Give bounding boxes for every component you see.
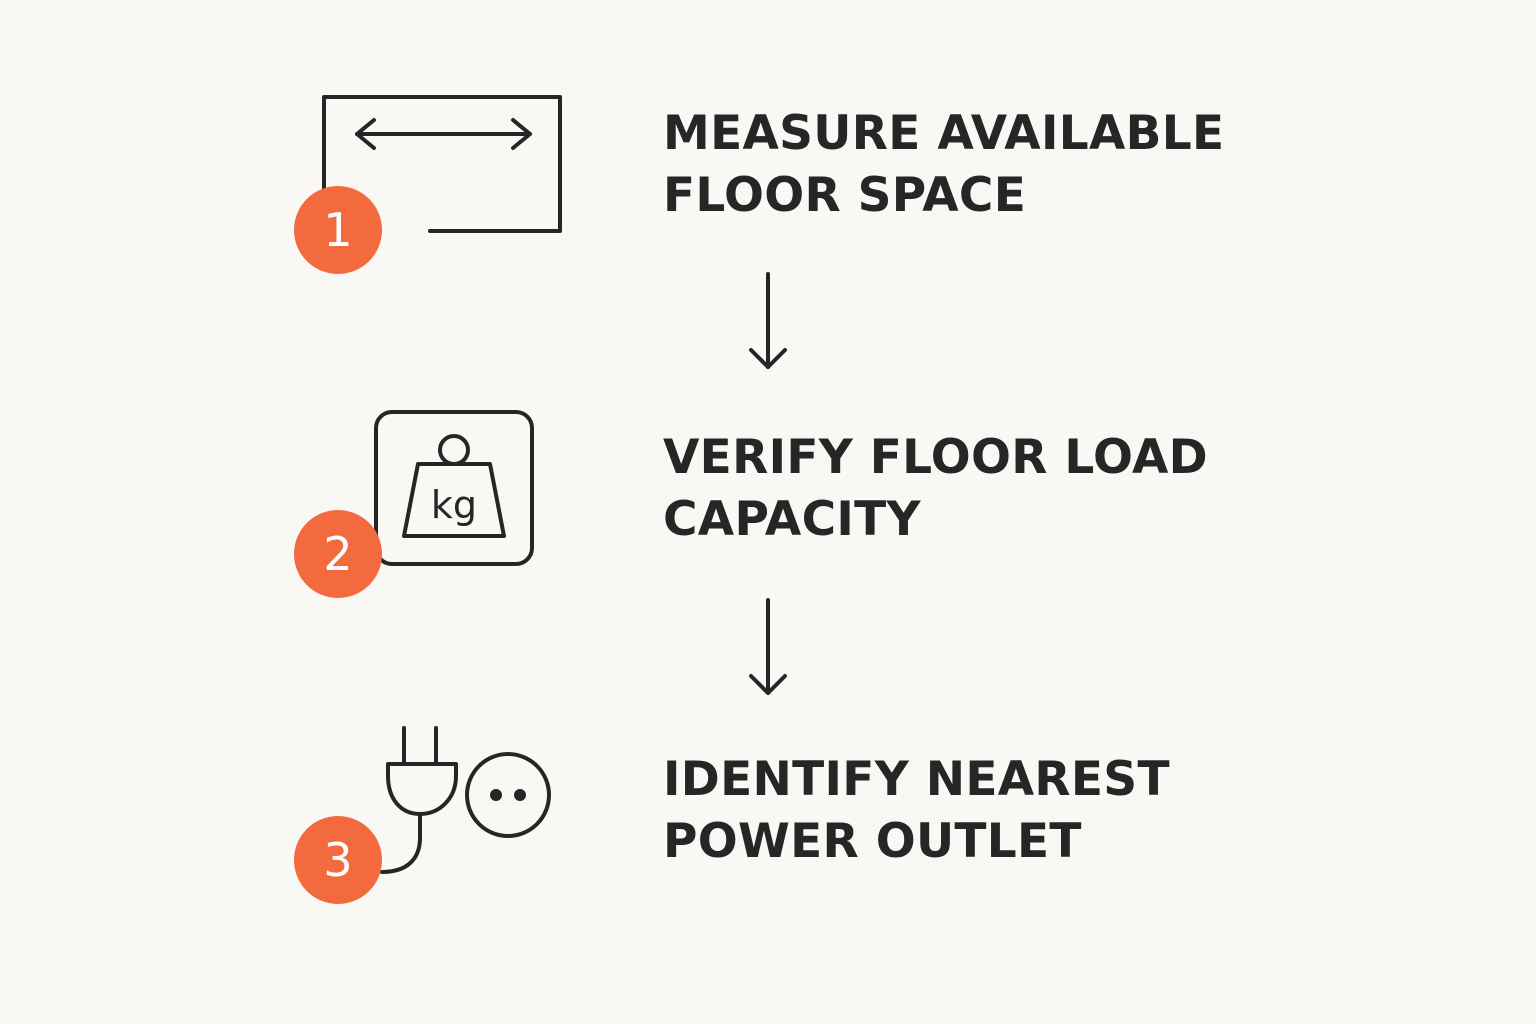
step-1-label-line1: MEASURE AVAILABLE (663, 106, 1225, 161)
step-3-label-line2: POWER OUTLET (663, 814, 1082, 869)
step-2-label: VERIFY FLOOR LOAD CAPACITY (663, 427, 1208, 551)
step-2-label-line1: VERIFY FLOOR LOAD (663, 430, 1208, 485)
step-2-label-line2: CAPACITY (663, 492, 921, 547)
floor-space-measure-icon (300, 80, 580, 250)
step-3-number-badge: 3 (294, 816, 382, 904)
arrow-down-icon (743, 272, 793, 372)
step-1-label: MEASURE AVAILABLE FLOOR SPACE (663, 103, 1224, 227)
step-2-number-badge: 2 (294, 510, 382, 598)
step-3-label-line1: IDENTIFY NEAREST (663, 752, 1170, 807)
power-plug-outlet-icon (370, 720, 560, 880)
kg-weight-label: kg (431, 483, 477, 527)
step-1-label-line2: FLOOR SPACE (663, 168, 1027, 223)
step-1-number-badge: 1 (294, 186, 382, 274)
kg-weight-icon: kg (374, 410, 534, 566)
step-3-label: IDENTIFY NEAREST POWER OUTLET (663, 749, 1170, 873)
arrow-down-icon (743, 598, 793, 698)
